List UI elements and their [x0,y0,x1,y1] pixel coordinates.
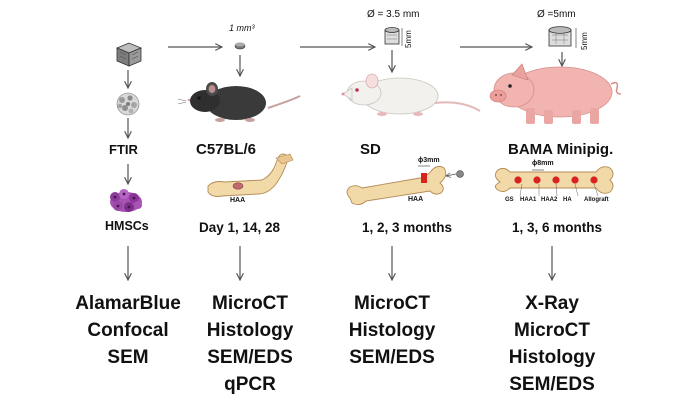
rat-sample-cylinder-icon [384,27,403,46]
rat-sample-diameter: Ø = 3.5 mm [367,9,420,20]
pig-sample-diameter: Ø =5mm [537,9,576,20]
implant-group-haa1: HAA1 [520,197,537,203]
method-item: SEM [107,347,149,368]
rat-femur-defect-illustration [346,165,464,206]
mouse-sample-size: 1 mm³ [229,23,255,33]
powder-particles-icon [116,92,140,116]
pig-sample-cylinder-icon [548,26,577,48]
rat-implant-label: HAA [408,196,424,203]
mouse-methods: MicroCT Histology SEM/EDS qPCR [190,290,310,398]
implant-group-allograft: Allograft [584,197,609,203]
minipig-timepoints: 1, 3, 6 months [512,220,603,235]
minipig-illustration [489,63,622,124]
method-item: Confocal [87,320,169,341]
invitro-methods: AlamarBlue Confocal SEM [68,290,188,371]
hmsc-cells-icon [110,189,142,212]
pig-defect-size: ϕ8mm [532,160,554,167]
minipig-bone-defects-illustration [495,166,614,197]
rat-illustration [341,73,481,116]
pig-sample-height: 5mm [580,32,589,50]
scaffold-block-icon [115,42,143,67]
method-item: Histology [206,320,294,341]
hmscs-label: HMSCs [105,219,149,233]
rat-strain-label: SD [360,141,381,158]
mouse-implant-site-illustration [207,153,294,197]
implant-group-ha: HA [563,197,572,203]
method-item: Histology [508,347,596,368]
rat-methods: MicroCT Histology SEM/EDS [332,290,452,371]
minipig-strain-label: BAMA Minipig. [508,141,614,158]
method-item: MicroCT [354,293,430,314]
implant-group-gs: GS [505,197,514,203]
method-item: SEM/EDS [509,374,595,395]
method-item: SEM/EDS [207,347,293,368]
rat-sample-height: 5mm [404,30,413,48]
ftir-label: FTIR [109,142,138,157]
method-item: Histology [348,320,436,341]
mouse-strain-label: C57BL/6 [196,141,257,158]
mouse-sample-pellet-icon [234,42,246,50]
method-item: AlamarBlue [75,293,181,314]
rat-defect-size: ϕ3mm [418,157,440,164]
method-item: MicroCT [212,293,288,314]
method-item: qPCR [224,374,276,395]
mouse-illustration [177,82,301,122]
method-item: MicroCT [514,320,590,341]
method-item: SEM/EDS [349,347,435,368]
minipig-methods: X-Ray MicroCT Histology SEM/EDS [492,290,612,398]
method-item: X-Ray [525,293,579,314]
implant-group-haa2: HAA2 [541,197,558,203]
mouse-implant-label: HAA [230,197,246,204]
rat-timepoints: 1, 2, 3 months [362,220,453,235]
mouse-timepoints: Day 1, 14, 28 [199,220,281,235]
